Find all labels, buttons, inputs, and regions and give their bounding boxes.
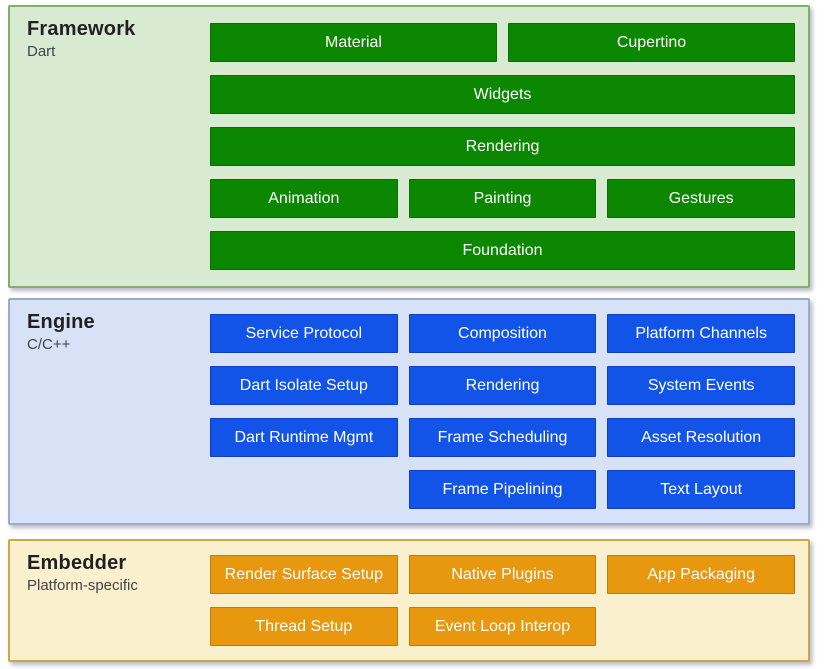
diagram-layers: Framework Dart Material Cupertino Widget… (8, 5, 810, 662)
box-thread-setup: Thread Setup (210, 607, 398, 646)
box-native-plugins: Native Plugins (408, 555, 597, 594)
box-service-protocol: Service Protocol (210, 314, 398, 353)
engine-layer: Engine C/C++ Service Protocol Compositio… (8, 298, 810, 525)
embedder-label-column: Embedder Platform-specific (10, 541, 210, 660)
box-frame-pipelining: Frame Pipelining (408, 470, 597, 509)
embedder-layer: Embedder Platform-specific Render Surfac… (8, 539, 810, 662)
engine-title: Engine (27, 311, 95, 333)
embedder-subtitle: Platform-specific (27, 577, 138, 594)
box-cupertino: Cupertino (508, 23, 795, 62)
box-render-surface-setup: Render Surface Setup (210, 555, 398, 594)
box-dart-isolate-setup: Dart Isolate Setup (210, 366, 398, 405)
box-text-layout: Text Layout (607, 470, 795, 509)
engine-label-column: Engine C/C++ (10, 300, 210, 523)
box-rendering-engine: Rendering (408, 366, 597, 405)
box-painting: Painting (408, 179, 597, 218)
box-material: Material (210, 23, 497, 62)
box-dart-runtime-mgmt: Dart Runtime Mgmt (210, 418, 398, 457)
framework-title: Framework (27, 18, 136, 40)
box-system-events: System Events (607, 366, 795, 405)
embedder-title: Embedder (27, 552, 127, 574)
box-frame-scheduling: Frame Scheduling (408, 418, 597, 457)
box-widgets: Widgets (210, 75, 795, 114)
box-event-loop-interop: Event Loop Interop (408, 607, 597, 646)
box-gestures: Gestures (607, 179, 795, 218)
engine-subtitle: C/C++ (27, 336, 71, 353)
box-foundation: Foundation (210, 231, 795, 270)
box-rendering-framework: Rendering (210, 127, 795, 166)
framework-subtitle: Dart (27, 43, 56, 60)
box-platform-channels: Platform Channels (607, 314, 795, 353)
embedder-grid: Render Surface Setup Native Plugins App … (210, 541, 808, 660)
framework-layer: Framework Dart Material Cupertino Widget… (8, 5, 810, 288)
box-asset-resolution: Asset Resolution (607, 418, 795, 457)
box-composition: Composition (408, 314, 597, 353)
box-animation: Animation (210, 179, 398, 218)
framework-label-column: Framework Dart (10, 7, 210, 286)
engine-grid: Service Protocol Composition Platform Ch… (210, 300, 808, 523)
box-app-packaging: App Packaging (607, 555, 795, 594)
framework-grid: Material Cupertino Widgets Rendering Ani… (210, 7, 808, 286)
